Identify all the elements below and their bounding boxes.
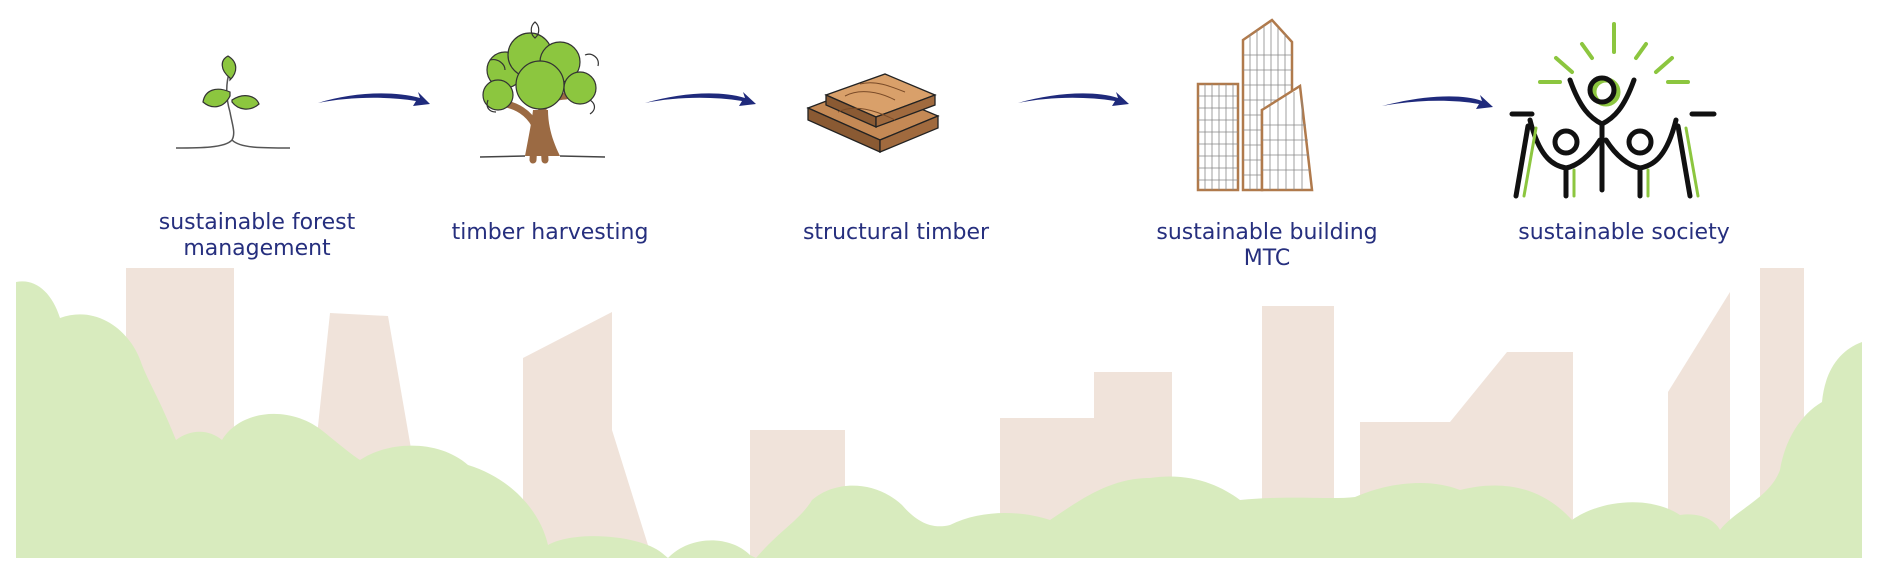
arrow-4-icon: [1382, 95, 1493, 109]
tree-icon: [479, 21, 606, 164]
step-label-harvest-line1: timber harvesting: [451, 220, 649, 245]
arrow-1-icon: [318, 92, 430, 106]
step-label-structural: structural timber: [756, 220, 1036, 246]
seedling-icon: [175, 55, 291, 149]
arrow-2-icon: [645, 92, 756, 106]
step-label-building-line1: sustainable building: [1156, 220, 1378, 245]
bush-silhouette: [16, 281, 1862, 558]
people-celebrating-icon: [1509, 22, 1717, 199]
step-label-forest: sustainable forest management: [117, 210, 397, 262]
step-label-building: sustainable building MTC: [1127, 220, 1407, 272]
step-label-forest-line1: sustainable forest: [158, 210, 356, 235]
step-label-harvest: timber harvesting: [410, 220, 690, 246]
step-label-structural-line1: structural timber: [802, 220, 990, 245]
step-label-society: sustainable society: [1484, 220, 1764, 246]
tall-buildings-icon: [1196, 18, 1314, 192]
timber-planks-icon: [806, 73, 940, 154]
step-label-society-line1: sustainable society: [1518, 220, 1730, 245]
flow-arrows: [318, 92, 1493, 109]
step-label-building-line2: MTC: [1243, 246, 1291, 271]
step-label-forest-line2: management: [183, 236, 331, 261]
arrow-3-icon: [1018, 92, 1129, 106]
